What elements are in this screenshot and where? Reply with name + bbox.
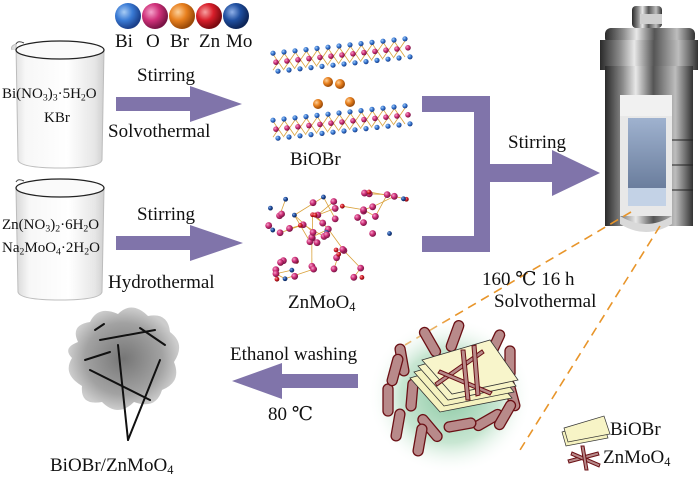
material-legend-icons: [561, 415, 611, 471]
merge-step-stirring: Stirring: [508, 132, 567, 153]
atom-mo-sphere: [223, 3, 249, 29]
arrow-row2: [116, 225, 243, 261]
row2-step-stirring: Stirring: [137, 204, 196, 225]
autoclave-reactor: [600, 6, 698, 232]
row2-step-hydrothermal: Hydrothermal: [108, 272, 215, 293]
br-atom: [335, 79, 345, 89]
reaction-temperature-time: 160 ℃ 16 h: [482, 269, 575, 290]
reaction-method: Solvothermal: [494, 291, 597, 312]
znmoo4-crossed-rods: [434, 344, 493, 401]
znmoo4-crystal-structure: [265, 189, 409, 282]
biobr-layer: [270, 103, 413, 141]
atom-label-o: O: [146, 31, 160, 52]
row1-step-solvothermal: Solvothermal: [108, 121, 211, 142]
product-znmoo4-label: ZnMoO4: [288, 292, 356, 315]
reagent-bi-nitrate: Bi(NO3)3·5H2O: [2, 86, 97, 104]
znmoo4-rod: [412, 423, 428, 457]
atom-br-sphere: [169, 3, 195, 29]
product-biobr-label: BiOBr: [290, 149, 341, 170]
znmoo4-rod: [382, 383, 394, 417]
final-product-label: BiOBr/ZnMoO4: [50, 455, 174, 478]
reagent-zn-nitrate: Zn(NO3)2·6H2O: [2, 217, 100, 235]
legend-biobr-label: BiOBr: [610, 419, 661, 440]
znmoo4-rod: [443, 417, 477, 433]
atom-label-bi: Bi: [115, 31, 133, 52]
biobr-layer: [270, 36, 413, 74]
br-atom: [323, 77, 333, 87]
reagent-sodium-molybdate: Na2MoO4·2H2O: [2, 240, 100, 258]
merge-bracket-arrow: [422, 96, 600, 252]
reagent-kbr: KBr: [44, 110, 70, 126]
znmoo4-rod: [493, 399, 517, 431]
final-step-ethanol-washing: Ethanol washing: [230, 344, 358, 365]
atom-legend-spheres: [115, 3, 249, 29]
znmoo4-rod: [390, 408, 406, 442]
atom-bi-sphere: [115, 3, 141, 29]
final-step-temperature: 80 ℃: [268, 404, 314, 425]
arrow-final: [232, 363, 358, 399]
biobr-znmoo4-composite-image: [68, 307, 180, 441]
biobr-crystal-structure: [270, 36, 413, 141]
atom-label-mo: Mo: [226, 31, 253, 52]
biobr-sheets: [409, 339, 519, 413]
beaker-2: [15, 178, 105, 301]
atom-label-br: Br: [170, 31, 189, 52]
br-atom: [313, 99, 323, 109]
atom-o-sphere: [142, 3, 168, 29]
legend-znmoo4-label: ZnMoO4: [603, 447, 671, 470]
br-atom: [345, 97, 355, 107]
atom-zn-sphere: [196, 3, 222, 29]
arrow-row1: [116, 86, 242, 122]
znmoo4-rod: [386, 353, 404, 387]
znmoo4-rod: [445, 320, 465, 352]
composite-particle: [368, 318, 532, 474]
row1-step-stirring: Stirring: [137, 65, 196, 86]
atom-label-zn: Zn: [199, 31, 221, 52]
beaker-1: [11, 40, 105, 169]
